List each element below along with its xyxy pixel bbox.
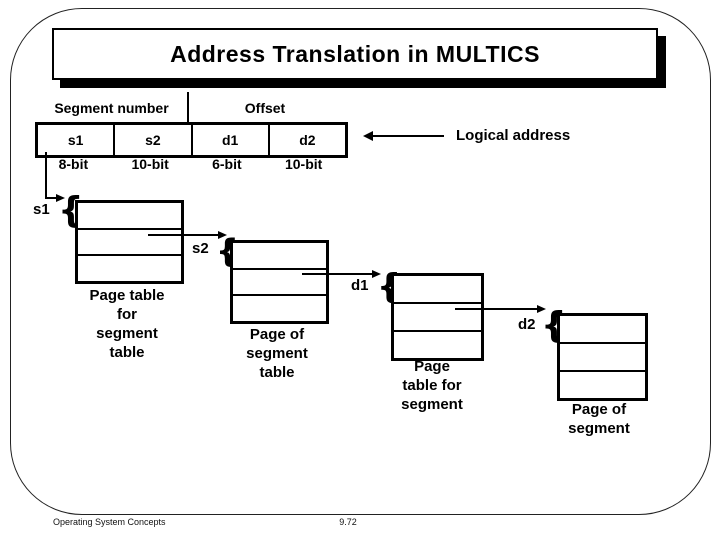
bit-width-d1: 6-bit	[212, 156, 242, 172]
table-row	[560, 342, 645, 370]
segment-number-header: Segment number	[54, 100, 169, 116]
table-row	[78, 254, 181, 281]
s1-elbow-horizontal-line	[45, 197, 57, 199]
page-table-for-segment-box	[391, 273, 484, 361]
table-row	[233, 294, 326, 321]
field-cell-s2: s2	[113, 125, 190, 155]
index-label-s1: s1	[33, 201, 50, 218]
bit-width-s1: 8-bit	[58, 156, 89, 172]
right-arrowhead-icon	[537, 305, 546, 313]
slide-border	[10, 8, 711, 515]
right-arrowhead-icon	[218, 231, 227, 239]
logical-address-arrow-line	[372, 135, 444, 137]
header-divider-line	[187, 92, 189, 122]
offset-header: Offset	[244, 100, 286, 116]
index-label-d2: d2	[518, 316, 536, 333]
arrow-line-t3-t4	[455, 308, 537, 310]
right-arrowhead-icon	[372, 270, 381, 278]
field-cell-d1: d1	[190, 125, 268, 155]
table-row	[78, 227, 181, 255]
table-row	[394, 330, 481, 358]
footer-page-number: 9.72	[339, 517, 357, 527]
index-label-d1: d1	[351, 277, 369, 294]
index-label-s2: s2	[192, 240, 209, 257]
logical-address-table: s1 s2 d1 d2	[35, 122, 348, 158]
caption-page-of-segment: Page of segment	[568, 401, 630, 437]
arrow-line-t1-t2	[148, 234, 218, 236]
table-row	[233, 243, 326, 268]
page-of-segment-box	[557, 313, 648, 401]
field-cell-d2: d2	[267, 125, 345, 155]
table-row	[394, 276, 481, 302]
page-of-segment-table-box	[230, 240, 329, 324]
s1-elbow-vertical-line	[45, 152, 47, 199]
left-arrowhead-icon	[363, 131, 373, 141]
table-row	[560, 316, 645, 342]
logical-address-label: Logical address	[456, 127, 571, 144]
table-row	[78, 203, 181, 228]
arrow-line-t2-t3	[302, 273, 372, 275]
table-row	[394, 302, 481, 330]
table-row	[233, 267, 326, 295]
caption-page-of-segment-table: Page of segment table	[246, 326, 308, 381]
caption-page-table-for-segment: Page table for segment	[401, 358, 463, 413]
bit-width-s2: 10-bit	[131, 156, 169, 172]
field-cell-s1: s1	[67, 132, 84, 148]
bit-width-row: 8-bit 10-bit 6-bit 10-bit	[35, 156, 342, 172]
caption-page-table-for-segment-table: Page table for segment table	[89, 287, 165, 361]
page-title: Address Translation in MULTICS	[170, 40, 540, 67]
title-box: Address Translation in MULTICS	[52, 28, 658, 80]
page-table-for-segment-table-box	[75, 200, 184, 284]
footer-book-title: Operating System Concepts	[53, 517, 166, 527]
table-row	[560, 370, 645, 398]
bit-width-d2: 10-bit	[284, 156, 323, 172]
right-arrowhead-icon	[56, 194, 65, 202]
